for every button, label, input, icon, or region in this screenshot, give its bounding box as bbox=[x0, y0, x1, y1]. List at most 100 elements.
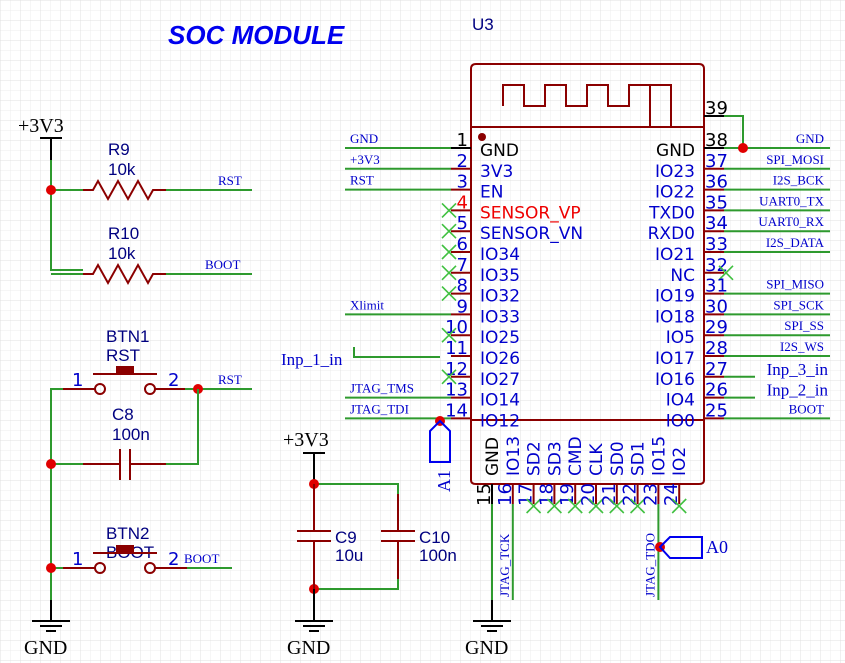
net-label: SPI_SS bbox=[784, 318, 824, 333]
pin-name: CMD bbox=[566, 436, 586, 476]
gnd-symbol-caps[interactable]: GND bbox=[287, 589, 333, 659]
pin-number: 4 bbox=[457, 192, 468, 213]
pin-number: 18 bbox=[536, 483, 557, 506]
gnd-symbol-left[interactable]: GND bbox=[24, 600, 70, 659]
probe-a1-label: A1 bbox=[434, 470, 454, 492]
pin-number: 9 bbox=[457, 296, 468, 317]
gnd-label: GND bbox=[24, 637, 67, 659]
r9-ref: R9 bbox=[108, 140, 130, 159]
probe-a1[interactable]: A1 bbox=[429, 416, 454, 492]
c8-value: 100n bbox=[112, 425, 150, 444]
probe-a0[interactable]: A0 bbox=[655, 536, 728, 559]
pin-name: IO32 bbox=[480, 287, 520, 307]
pin-name: IO35 bbox=[480, 266, 520, 286]
pin-name: IO25 bbox=[480, 328, 520, 348]
pin-name: IO18 bbox=[655, 307, 695, 327]
pin-number: 19 bbox=[557, 483, 578, 506]
pin-number: 16 bbox=[495, 483, 516, 506]
btn1-pin2: 2 bbox=[168, 370, 179, 391]
u3-ref: U3 bbox=[472, 15, 494, 34]
button-btn1[interactable]: BTN1 RST 1 2 bbox=[63, 327, 185, 395]
pin-number: 24 bbox=[661, 483, 682, 506]
c9-value: 10u bbox=[335, 546, 363, 565]
btn2-pin1: 1 bbox=[72, 549, 83, 570]
capacitor-c9[interactable]: C9 10u bbox=[297, 484, 363, 589]
net-label: GND bbox=[350, 131, 378, 146]
pin-name: 3V3 bbox=[480, 162, 513, 182]
pin-name: IO15 bbox=[649, 436, 669, 476]
pin-name: IO5 bbox=[666, 328, 695, 348]
pin-name: TXD0 bbox=[648, 203, 695, 223]
pin-number: 28 bbox=[705, 338, 728, 359]
pin-number: 31 bbox=[705, 276, 728, 297]
net-label: UART0_TX bbox=[759, 193, 825, 208]
pin-name: IO2 bbox=[670, 447, 690, 476]
wire-3v3-rail bbox=[50, 160, 83, 271]
pin-number: 8 bbox=[457, 276, 468, 297]
vcc-symbol-caps[interactable]: +3V3 bbox=[283, 429, 329, 484]
pin-name: SD2 bbox=[525, 441, 545, 476]
button-btn2[interactable]: BTN2 BOOT 1 2 bbox=[63, 524, 187, 574]
pin-number: 32 bbox=[705, 255, 728, 276]
vcc-symbol-top-left[interactable]: +3V3 bbox=[18, 115, 64, 160]
pin-name: GND bbox=[483, 437, 503, 476]
resistor-r9[interactable]: R9 10k bbox=[83, 140, 166, 202]
wire-inp1 bbox=[353, 347, 440, 358]
pin-number: 6 bbox=[457, 234, 468, 255]
pin-number: 30 bbox=[705, 296, 728, 317]
net-label: +3V3 bbox=[350, 152, 380, 167]
net-label: Inp_3_in bbox=[767, 360, 829, 379]
capacitor-c10[interactable]: C10 100n bbox=[381, 494, 457, 579]
pin-number: 22 bbox=[620, 483, 641, 506]
pin-name: GND bbox=[480, 141, 519, 161]
gnd-symbol-module[interactable]: GND bbox=[465, 600, 511, 659]
pin-number: 38 bbox=[705, 130, 728, 151]
capacitor-c8[interactable]: C8 100n bbox=[83, 405, 166, 480]
resistor-r10[interactable]: R10 10k bbox=[83, 224, 166, 286]
pin-19[interactable]: 19 CMD bbox=[557, 436, 586, 514]
module-u3[interactable]: U3 bbox=[470, 15, 705, 485]
pin-number: 17 bbox=[516, 483, 537, 506]
pin-39[interactable]: 39 bbox=[704, 98, 728, 119]
pin-number: 7 bbox=[457, 255, 468, 276]
module-right-pins: 3938GNDGND37IO23SPI_MOSI36IO22I2S_BCK35T… bbox=[648, 98, 830, 431]
pin-number: 33 bbox=[705, 234, 728, 255]
